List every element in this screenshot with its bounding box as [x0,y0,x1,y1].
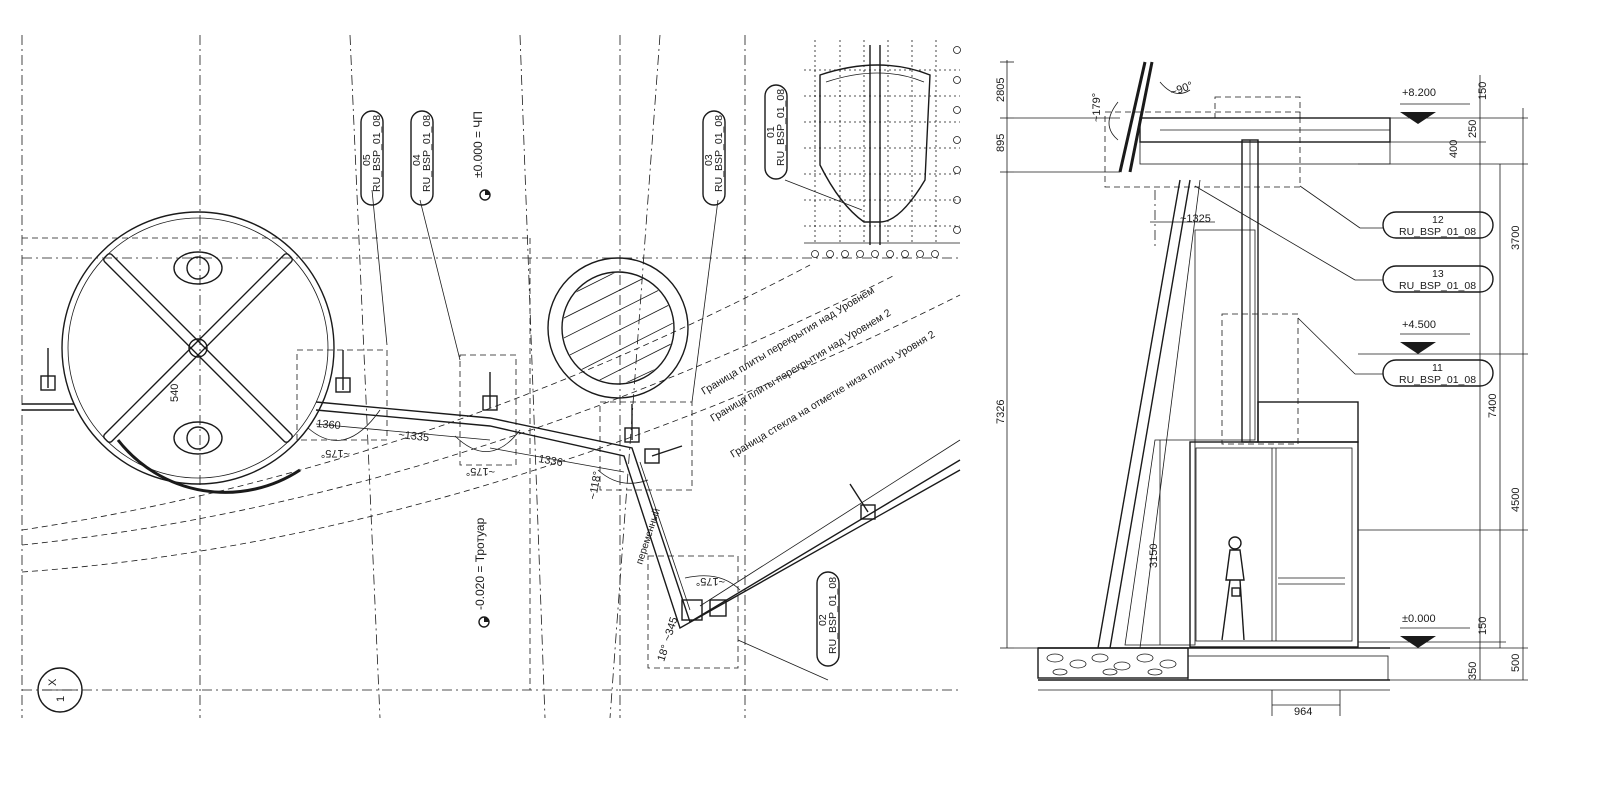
svg-text:RU_BSP_01_08: RU_BSP_01_08 [713,115,725,192]
dim-r-4500: 4500 [1510,488,1522,512]
dim-7326: 7326 [995,400,1007,424]
stone-wall-hatch [1124,229,1256,646]
mullion-posts [40,348,876,621]
section-tag-13: 13 RU_BSP_01_08 [1194,185,1494,293]
svg-text:RU_BSP_01_08: RU_BSP_01_08 [827,577,839,654]
note-variable: переменный [634,507,662,566]
dim-1335: ~1335 [398,429,430,444]
section-view: 2805 895 7326 3150 ~179° ~90° ~1325 964 … [995,60,1528,718]
plan-view: ±0.000 = ЧП -0.020 = Тротуар Граница пли… [21,34,961,719]
person-figure [1221,536,1245,641]
dims-right [1358,75,1528,681]
svg-text:RU_BSP_01_08: RU_BSP_01_08 [1399,374,1476,386]
svg-text:02: 02 [817,614,829,626]
dim-175b: ~175° [466,465,495,477]
dim-r-150a: 150 [1477,82,1489,100]
dim-r-400: 400 [1448,140,1460,158]
level-marker-sidewalk [478,616,490,628]
tag-04: 04 RU_BSP_01_08 [410,110,434,206]
dimension-arcs [307,409,741,591]
svg-text:RU_BSP_01_08: RU_BSP_01_08 [421,115,433,192]
dim-r-150b: 150 [1477,617,1489,635]
svg-text:X: X [47,678,59,686]
svg-text:1: 1 [55,696,67,702]
tag-02: 02 RU_BSP_01_08 [816,571,840,667]
dim-1360: 1360 [316,418,341,432]
svg-text:RU_BSP_01_08: RU_BSP_01_08 [775,89,787,166]
dim-angle-90: ~90° [1169,80,1195,99]
column-section [1221,139,1299,445]
section-tag-12: 12 RU_BSP_01_08 [1299,185,1494,239]
dim-345: ~345 [661,616,680,643]
level-zero-label: ±0.000 = ЧП [471,111,485,178]
dim-r-250: 250 [1467,120,1479,138]
tag-01: 01 RU_BSP_01_08 [764,84,788,180]
svg-text:RU_BSP_01_08: RU_BSP_01_08 [371,115,383,192]
svg-text:±0.000: ±0.000 [1402,613,1436,625]
svg-text:+8.200: +8.200 [1402,87,1436,99]
section-tag-11: 11 RU_BSP_01_08 [1297,317,1494,387]
ground [1037,647,1390,691]
inclined-facade [1097,61,1201,649]
tag-03: 03 RU_BSP_01_08 [702,110,726,206]
elevation-marker-0000: ±0.000 [1400,613,1470,648]
tag-05: 05 RU_BSP_01_08 [360,110,384,206]
svg-text:+4.500: +4.500 [1402,319,1436,331]
dim-175a: ~175° [321,447,350,459]
svg-text:03: 03 [703,154,715,166]
level-sidewalk-label: -0.020 = Тротуар [473,517,487,610]
dim-895: 895 [995,134,1007,152]
dims-left [1000,60,1161,649]
dim-r-3700: 3700 [1510,226,1522,250]
detail-plan-inset [804,40,961,258]
dim-r-7400: 7400 [1487,394,1499,418]
svg-text:04: 04 [411,154,423,166]
dim-1325: ~1325 [1180,213,1211,225]
svg-text:RU_BSP_01_08: RU_BSP_01_08 [1399,226,1476,238]
elevation-marker-4500: +4.500 [1400,319,1470,354]
dim-r-350: 350 [1467,662,1479,680]
view-mark: X 1 [37,667,83,713]
dim-3150: 3150 [1148,544,1160,568]
dim-2805: 2805 [995,78,1007,102]
roof-slab [1104,96,1391,188]
dim-118: ~118° [587,471,604,501]
level-marker-zero [479,189,491,201]
svg-text:RU_BSP_01_08: RU_BSP_01_08 [1399,280,1476,292]
svg-text:11: 11 [1432,362,1443,374]
detail-boxes [296,179,863,681]
glass-box [1189,401,1359,648]
dim-964: 964 [1294,706,1312,718]
facade-glass-line [22,401,961,630]
elevation-marker-8200: +8.200 [1400,87,1470,124]
revolving-door [61,211,335,494]
dim-1336: 1336 [537,453,563,469]
dim-175c: ~175° [696,575,725,587]
svg-text:12: 12 [1432,214,1444,226]
angle-marks [1108,81,1341,716]
svg-text:05: 05 [361,154,373,166]
plan-grid [21,34,961,719]
dim-r-500: 500 [1510,654,1522,672]
column-round [547,257,689,399]
svg-text:01: 01 [765,126,777,138]
dim-540: 540 [169,384,181,402]
svg-text:13: 13 [1432,268,1444,280]
dim-angle-179: ~179° [1091,93,1103,122]
dim-18: 18° [655,643,672,663]
